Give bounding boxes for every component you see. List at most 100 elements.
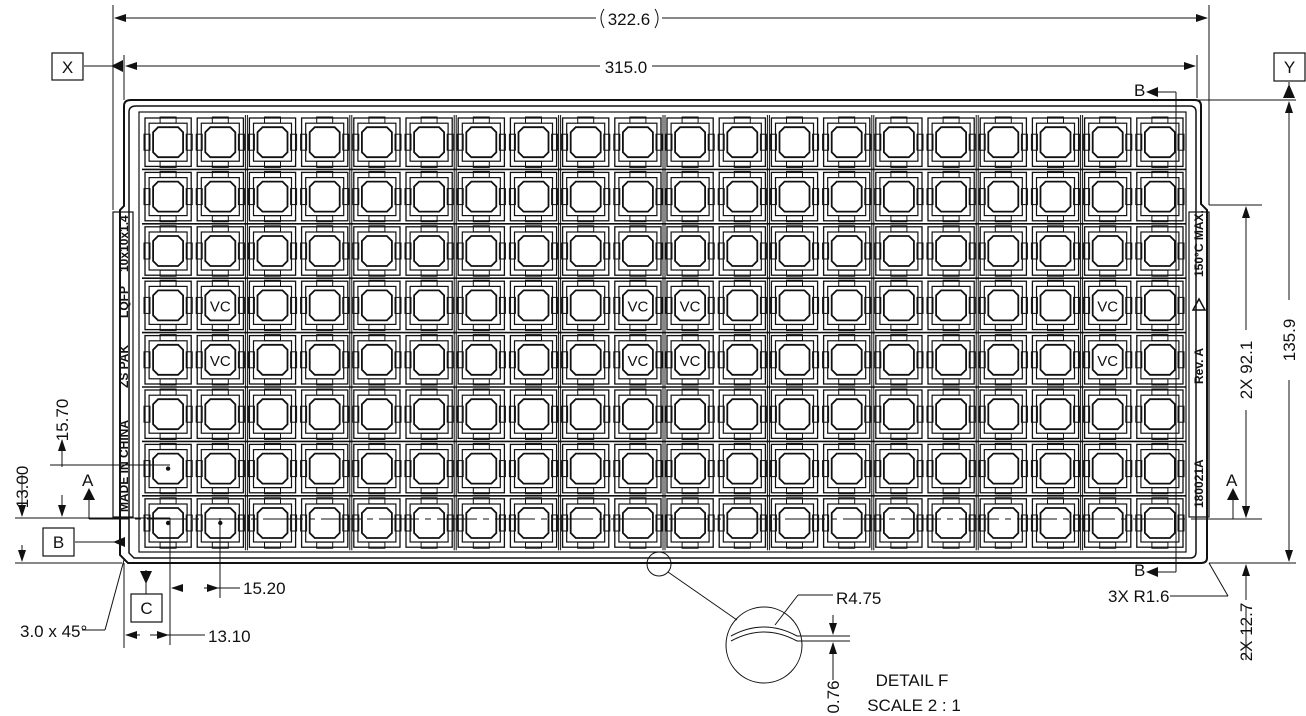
pocket-cell	[874, 116, 924, 168]
pocket-cell	[352, 116, 402, 168]
pocket-cell	[143, 497, 193, 549]
pocket-cell: VC	[1083, 279, 1133, 332]
pocket-cell	[508, 442, 559, 495]
pocket-cell	[247, 497, 298, 549]
pocket-cell	[1030, 497, 1081, 549]
pocket-cell	[822, 170, 872, 223]
pocket-cell	[352, 279, 402, 332]
dim-col-pitch: 15.20	[243, 579, 286, 598]
pocket-cell	[404, 279, 454, 332]
pocket-cell	[1135, 442, 1185, 495]
pocket-cell: VC	[613, 279, 663, 332]
vc-label: VC	[680, 353, 701, 370]
pocket-cell	[717, 334, 767, 386]
side-label-origin: MADE IN CHINA	[117, 420, 131, 512]
dim-row-offset: 13.00	[13, 466, 32, 509]
pocket-cell	[247, 334, 298, 386]
section-b-top: B	[1134, 81, 1145, 100]
pocket-cell	[1083, 170, 1133, 223]
dim-inner-width: 315.0	[605, 58, 648, 77]
pocket-cell	[352, 388, 402, 440]
pocket-cell	[143, 116, 193, 168]
pocket-cell	[613, 116, 663, 168]
pocket-cell	[1135, 279, 1185, 332]
pocket-cell	[874, 334, 924, 386]
pocket-cell	[1135, 116, 1185, 168]
pocket-cell	[508, 388, 559, 440]
pocket-cell	[561, 497, 611, 549]
pocket-cell	[247, 170, 298, 223]
pocket-cell	[769, 170, 820, 223]
pocket-cell	[1030, 442, 1081, 495]
dim-chamfer: 3.0 x 45°	[20, 622, 87, 641]
vc-label: VC	[1097, 298, 1118, 315]
pocket-cell	[978, 279, 1028, 332]
pocket-cell	[143, 442, 193, 495]
datum-triangles	[83, 60, 1295, 584]
pocket-cell	[404, 170, 454, 223]
pocket-cell	[978, 334, 1028, 386]
dim-pocket-span: 2X 92.1	[1237, 341, 1256, 400]
right-label-band	[1188, 211, 1210, 518]
section-a-right: A	[1226, 471, 1238, 490]
pocket-cell	[926, 442, 976, 495]
pocket-cell: VC	[195, 279, 245, 332]
pocket-cell	[613, 442, 663, 495]
pocket-cell	[508, 116, 559, 168]
datum-b-label: B	[53, 533, 64, 552]
pocket-cell	[874, 225, 924, 277]
center-dot	[165, 520, 171, 526]
pocket-cell	[926, 170, 976, 223]
pocket-cell: VC	[665, 334, 715, 386]
pocket-cell	[665, 497, 715, 549]
section-b-bottom: B	[1134, 561, 1145, 580]
pocket-cell	[404, 442, 454, 495]
pocket-cell	[822, 279, 872, 332]
pocket-cell	[874, 170, 924, 223]
pocket-cell	[300, 116, 350, 168]
dimension-lines	[15, 5, 1296, 684]
datum-y: Y	[1273, 52, 1306, 82]
pocket-cell	[247, 116, 298, 168]
pocket-cell	[769, 388, 820, 440]
pocket-cell	[1083, 497, 1133, 549]
pocket-cell	[300, 225, 350, 277]
dim-detail-radius: R4.75	[836, 589, 881, 608]
pocket-cell	[717, 170, 767, 223]
pocket-cell	[195, 225, 245, 277]
pocket-cell	[822, 497, 872, 549]
pocket-cell	[613, 497, 663, 549]
datum-c-label: C	[140, 599, 152, 618]
pocket-cell	[769, 497, 820, 549]
pocket-cell	[822, 225, 872, 277]
pocket-cell	[143, 388, 193, 440]
pocket-cell	[247, 225, 298, 277]
pocket-cell	[300, 334, 350, 386]
detail-scale: SCALE 2 : 1	[867, 696, 961, 715]
pocket-cell	[247, 442, 298, 495]
pocket-cell	[769, 442, 820, 495]
pocket-cell	[143, 334, 193, 386]
pocket-cell	[665, 116, 715, 168]
pocket-cell	[978, 388, 1028, 440]
pocket-cell	[822, 442, 872, 495]
pocket-cell	[926, 225, 976, 277]
pocket-cell	[665, 388, 715, 440]
dim-detail-depth: 0.76	[824, 680, 843, 713]
pocket-cell: VC	[1083, 334, 1133, 386]
section-a-left: A	[82, 471, 94, 490]
datum-y-label: Y	[1284, 58, 1295, 77]
datum-b: B	[42, 527, 75, 557]
pocket-cell	[978, 497, 1028, 549]
pocket-cell	[1135, 497, 1185, 549]
pocket-cell	[665, 170, 715, 223]
pocket-cell	[613, 388, 663, 440]
pocket-cell	[456, 116, 506, 168]
pocket-cell	[822, 388, 872, 440]
pocket-cell	[143, 279, 193, 332]
pocket-cell	[665, 225, 715, 277]
pocket-cell: VC	[613, 334, 663, 386]
pocket-cell	[717, 388, 767, 440]
pocket-cell	[561, 388, 611, 440]
